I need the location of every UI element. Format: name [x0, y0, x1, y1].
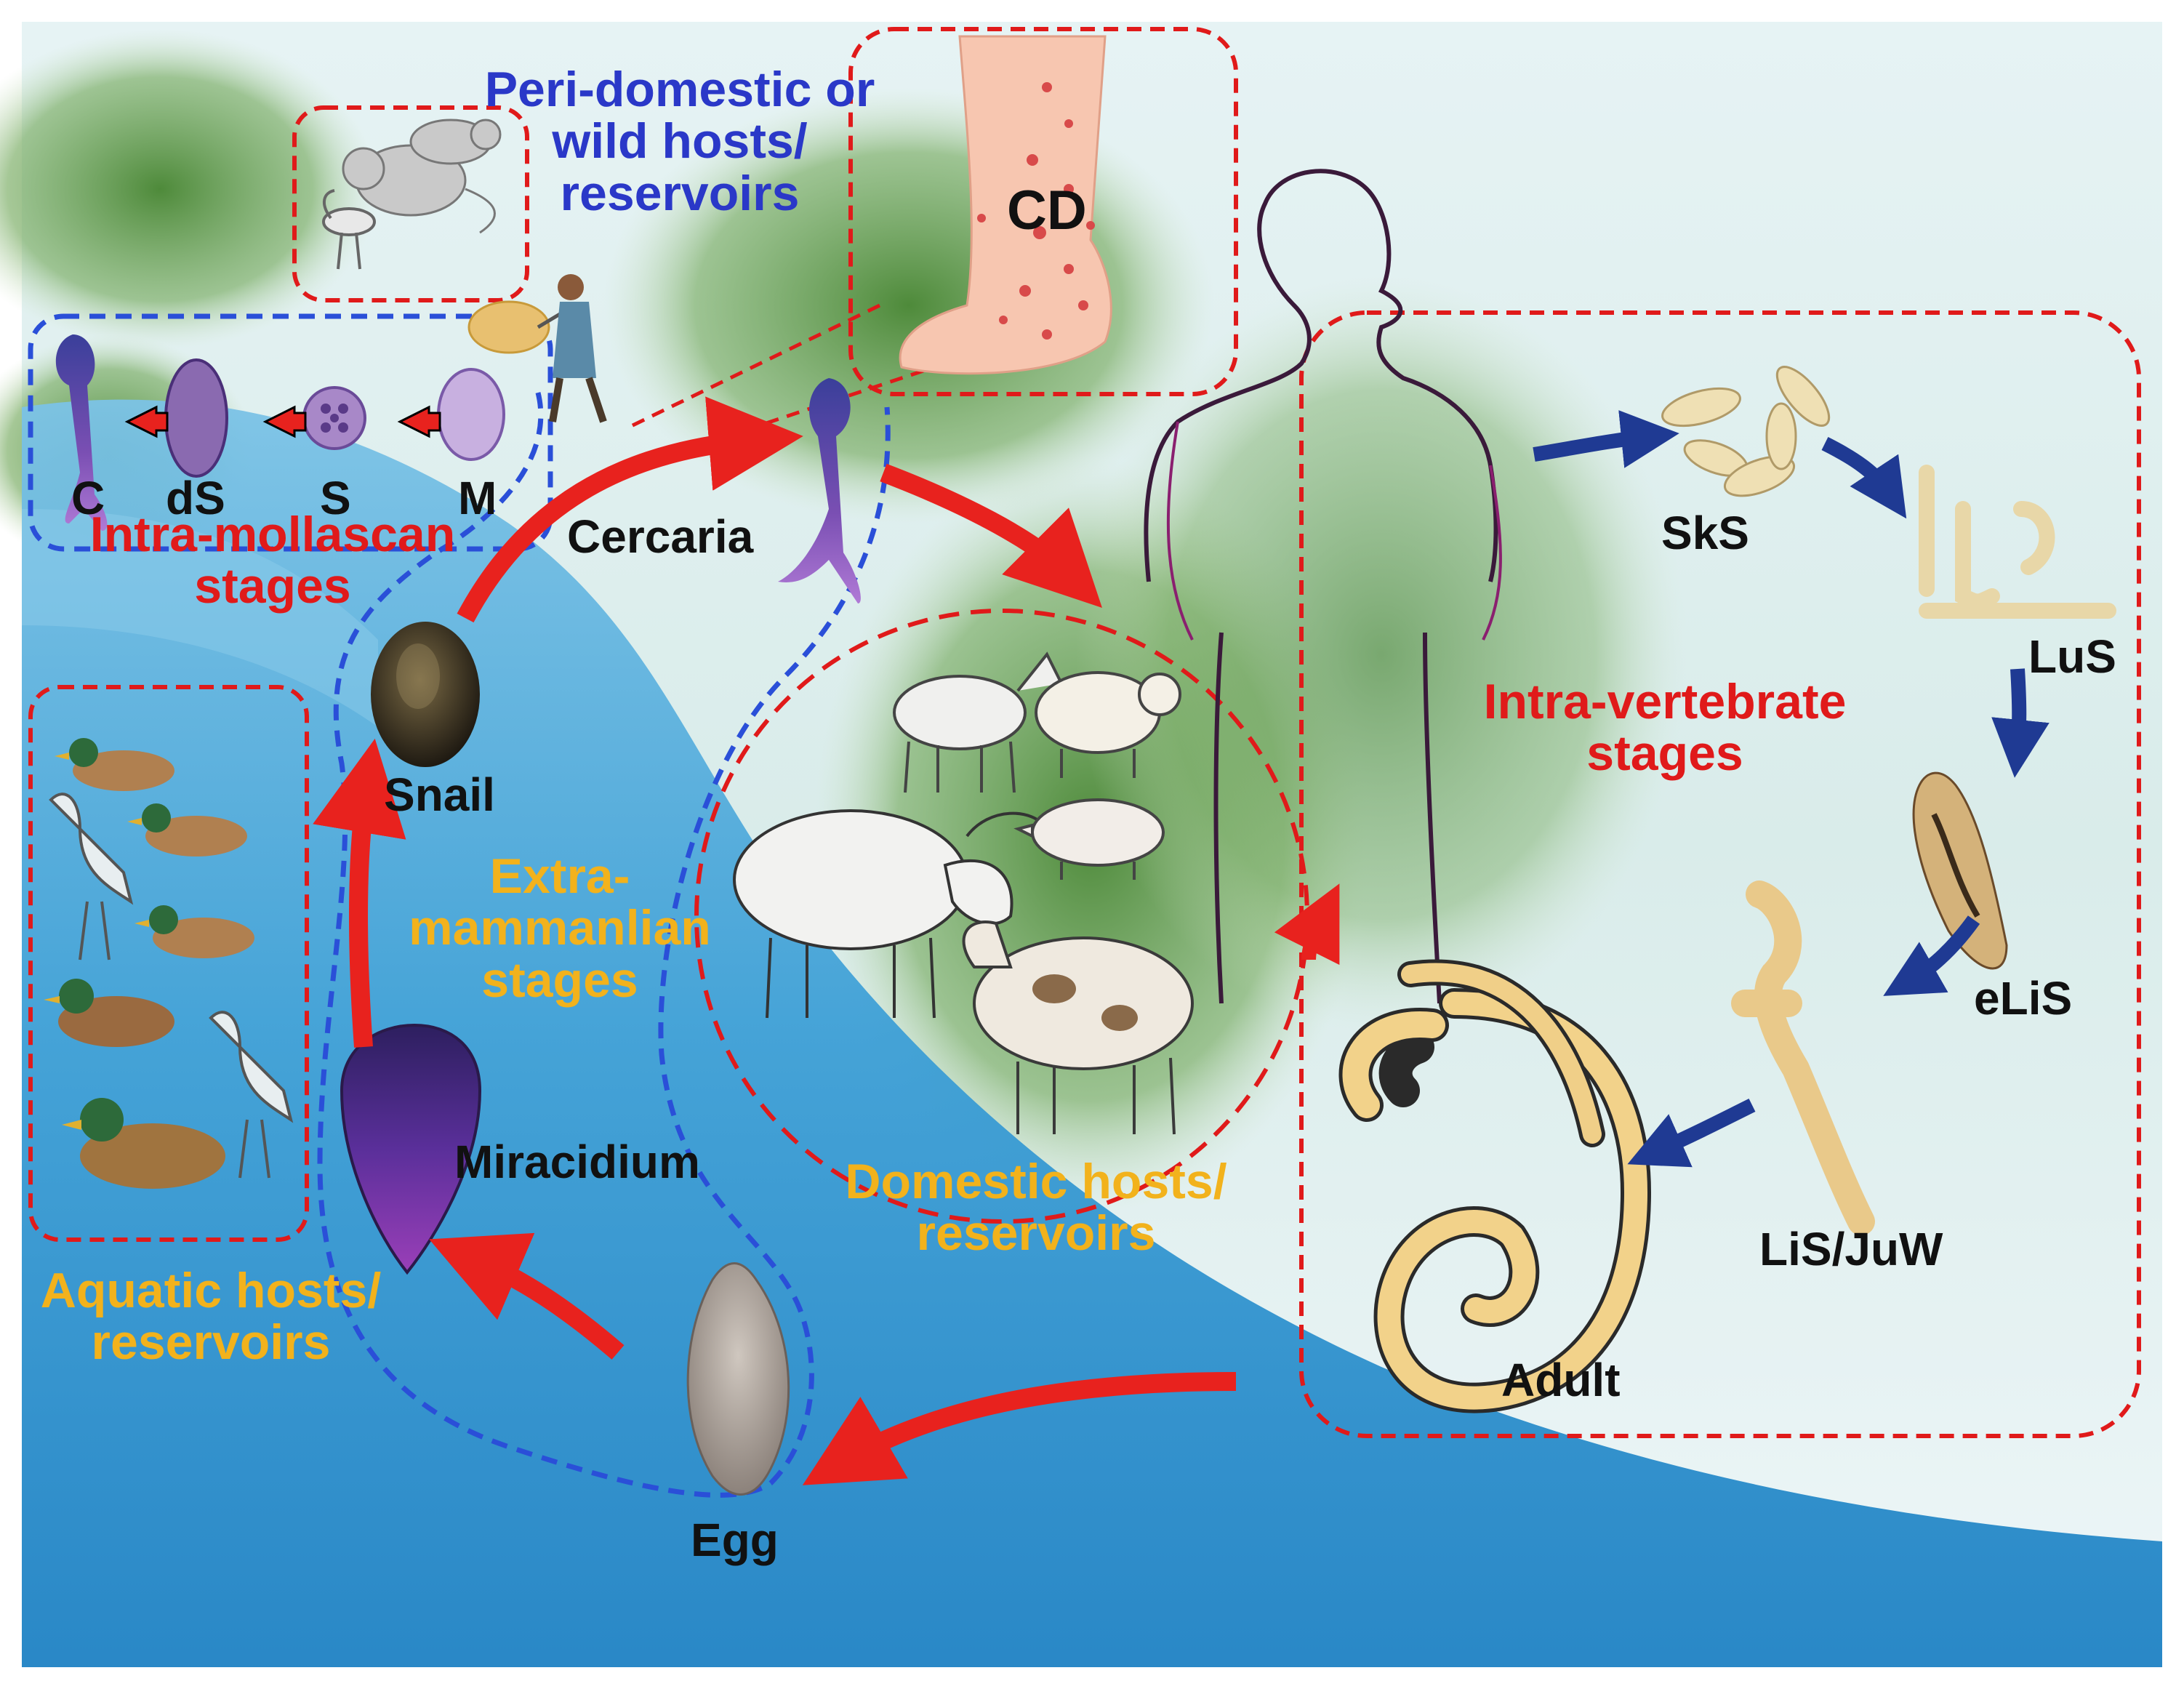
aquatic-hosts-label: Aquatic hosts/ reservoirs — [40, 1263, 382, 1371]
aquatic-box — [28, 685, 309, 1242]
mollascan-arrows — [124, 405, 441, 438]
extra-mammalian-label: Extra- mammanlian stages — [409, 848, 711, 1008]
human-silhouette-icon — [1144, 169, 1498, 1004]
extra-mammalian-boundary — [317, 392, 891, 1498]
schistosomula-early-liver-icon — [1912, 771, 2008, 970]
cow-icon — [962, 920, 1194, 1135]
goat-icon — [893, 651, 1063, 793]
intra-vertebrate-label: Intra-vertebrate stages — [1483, 674, 1847, 782]
sks-label: SkS — [1661, 507, 1749, 559]
cercaria-label: Cercaria — [567, 510, 754, 563]
pig-icon — [1013, 798, 1165, 880]
miracidium-small-icon — [437, 368, 505, 461]
heron-icon — [49, 793, 294, 1179]
vertebrate-stage-arrows — [1533, 410, 2049, 1168]
peri-domestic-box — [292, 105, 529, 302]
cd-label: CD — [1007, 180, 1087, 241]
domestic-hosts-label: Domestic hosts/ reservoirs — [845, 1154, 1227, 1261]
mollascan-stage-m: M — [458, 472, 497, 524]
miracidium-icon — [340, 1023, 482, 1275]
intra-vertebrate-box — [1299, 310, 2141, 1438]
intra-mollascan-label: Intra-mollascan stages — [89, 507, 456, 614]
cercaria-icon — [778, 378, 861, 603]
elis-label: eLiS — [1974, 972, 2073, 1024]
daughter-sporocyst-icon — [164, 358, 228, 478]
mollascan-cercaria-icon — [55, 334, 108, 531]
schistosomula-skin-icon — [1661, 366, 1831, 497]
fisher-person-icon — [467, 274, 607, 423]
foot-icon — [899, 35, 1112, 375]
cd-box — [848, 27, 1238, 396]
duck-icon — [44, 738, 254, 1189]
intra-mollascan-box — [28, 313, 553, 552]
schistosomula-lung-icon — [1919, 465, 2116, 619]
mollascan-stage-ds: dS — [166, 472, 225, 524]
heron-icon — [322, 189, 376, 270]
cycle-arrows — [313, 396, 1340, 1485]
mollascan-stage-s: S — [320, 472, 351, 524]
snail-icon — [371, 622, 480, 767]
sheep-icon — [1035, 671, 1181, 778]
human-inner-lines — [1166, 421, 1502, 641]
lus-label: LuS — [2028, 630, 2116, 683]
miracidium-label: Miracidium — [454, 1136, 700, 1188]
mollascan-stage-c: C — [71, 472, 105, 524]
lis-juw-label: LiS/JuW — [1759, 1223, 1943, 1275]
egg-label: Egg — [691, 1514, 779, 1566]
rodent-icon — [342, 119, 502, 234]
adult-label: Adult — [1501, 1354, 1621, 1406]
schistosomula-liver-icon — [1731, 880, 1875, 1235]
peri-domestic-hosts-label: Peri-domestic or wild hosts/ reservoirs — [484, 62, 875, 221]
snail-label: Snail — [384, 769, 495, 821]
adult-worm-icon — [1338, 959, 1652, 1413]
egg-icon — [686, 1262, 790, 1496]
